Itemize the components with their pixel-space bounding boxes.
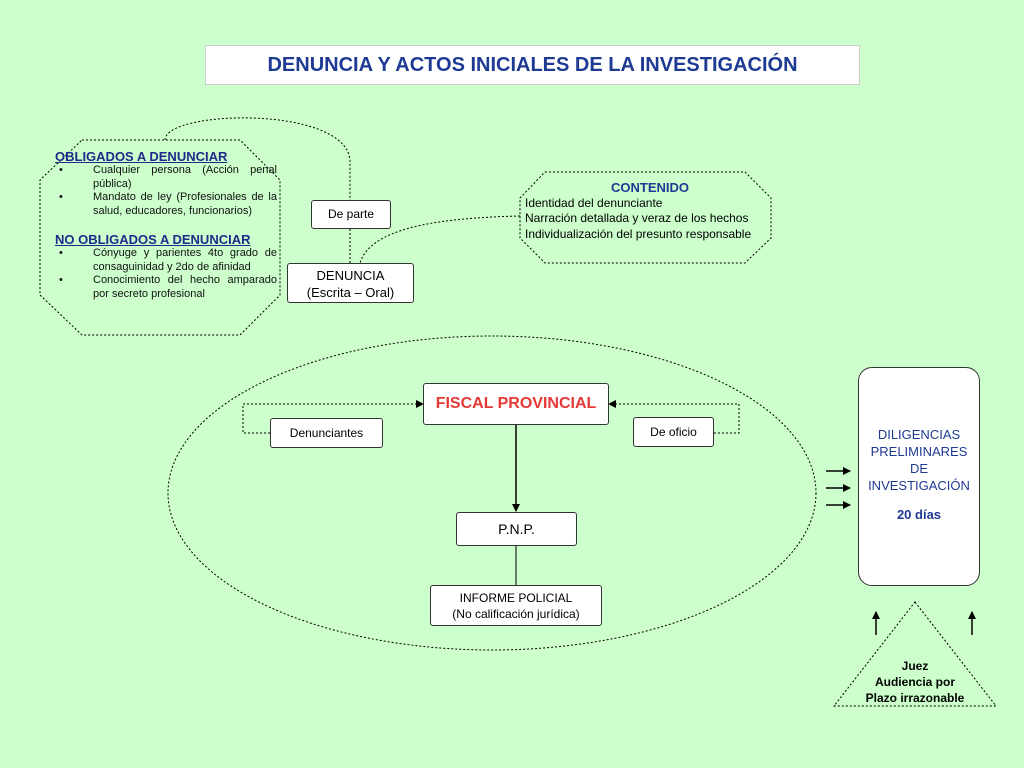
diligencias-line4: INVESTIGACIÓN	[868, 478, 970, 493]
obligados-panel: OBLIGADOS A DENUNCIAR Cualquier persona …	[55, 149, 277, 301]
juez-line3: Plazo irrazonable	[865, 691, 965, 705]
denuncia-line1: DENUNCIA	[316, 268, 385, 283]
obligados-heading: OBLIGADOS A DENUNCIAR	[55, 149, 228, 164]
diligencias-days: 20 días	[896, 507, 942, 522]
juez-panel: Juez Audiencia por Plazo irrazonable	[835, 658, 995, 706]
de-oficio-label: De oficio	[650, 425, 697, 439]
informe-line2: (No calificación jurídica)	[452, 607, 580, 621]
diligencias-box: DILIGENCIAS PRELIMINARES DE INVESTIGACIÓ…	[858, 367, 980, 586]
fiscal-provincial-label: FISCAL PROVINCIAL	[435, 395, 597, 412]
denunciantes-box: Denunciantes	[270, 418, 383, 448]
pnp-box: P.N.P.	[456, 512, 577, 546]
contenido-item: Identidad del denunciante	[525, 195, 663, 210]
obligados-octagon	[39, 139, 281, 336]
fiscal-ellipse	[167, 335, 817, 651]
contenido-item: Narración detallada y veraz de los hecho…	[525, 211, 749, 225]
no-obligados-item: Cónyuge y parientes 4to grado de consagu…	[55, 247, 277, 274]
title-box: DENUNCIA Y ACTOS INICIALES DE LA INVESTI…	[205, 45, 860, 85]
juez-line2: Audiencia por	[874, 675, 955, 689]
no-obligados-item: Conocimiento del hecho amparado por secr…	[55, 274, 277, 301]
page-title: DENUNCIA Y ACTOS INICIALES DE LA INVESTI…	[267, 53, 798, 76]
de-parte-box: De parte	[311, 200, 391, 229]
contenido-octagon	[519, 171, 772, 264]
denuncia-line2: (Escrita – Oral)	[306, 285, 395, 300]
denunciantes-label: Denunciantes	[289, 426, 364, 440]
diligencias-line1: DILIGENCIAS	[877, 427, 961, 442]
de-oficio-box: De oficio	[633, 417, 714, 447]
pnp-label: P.N.P.	[498, 521, 535, 537]
obligados-item: Mandato de ley (Profesionales de la salu…	[55, 191, 277, 218]
denuncia-box: DENUNCIA (Escrita – Oral)	[287, 263, 414, 303]
juez-triangle	[832, 601, 998, 707]
diligencias-line3: DE	[909, 461, 929, 476]
informe-policial-box: INFORME POLICIAL (No calificación jurídi…	[430, 585, 602, 626]
contenido-item: Individualización del presunto responsab…	[525, 226, 752, 241]
de-parte-label: De parte	[327, 207, 375, 221]
informe-line1: INFORME POLICIAL	[459, 591, 573, 605]
diligencias-line2: PRELIMINARES	[870, 444, 968, 459]
contenido-heading: CONTENIDO	[611, 180, 689, 195]
fiscal-provincial-box: FISCAL PROVINCIAL	[423, 383, 609, 425]
no-obligados-heading: NO OBLIGADOS A DENUNCIAR	[55, 232, 251, 247]
juez-line1: Juez	[901, 659, 929, 673]
obligados-item: Cualquier persona (Acción penal pública)	[55, 164, 277, 191]
contenido-panel: CONTENIDO Identidad del denunciante Narr…	[525, 180, 775, 242]
